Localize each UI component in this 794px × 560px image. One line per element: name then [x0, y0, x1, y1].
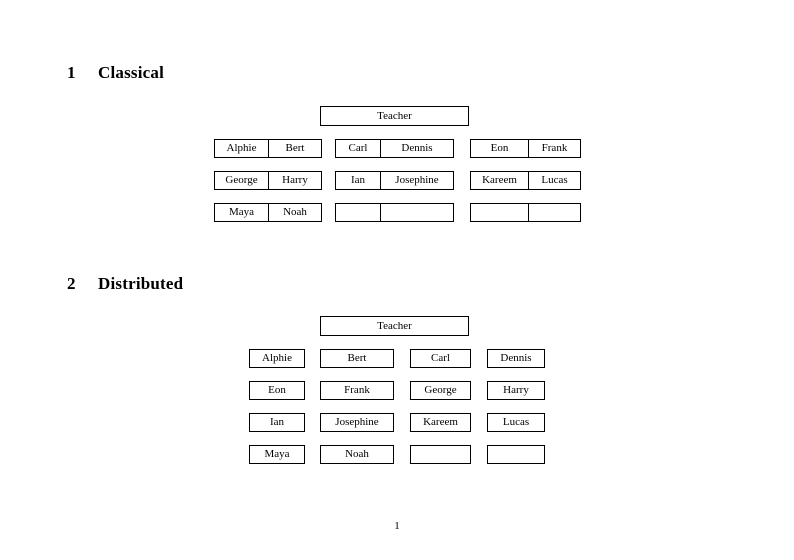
classical-cell-empty	[380, 204, 453, 221]
page-number: 1	[394, 520, 400, 532]
classical-cell: Carl	[348, 142, 368, 154]
classical-group-left-row-1: Alphie Bert	[214, 139, 322, 158]
classical-cell: Josephine	[380, 172, 453, 189]
distributed-box: Josephine	[320, 413, 394, 432]
classical-cell: Noah	[268, 204, 321, 221]
classical-group-left-row-2: George Harry	[214, 171, 322, 190]
classical-cell: Ian	[350, 174, 366, 186]
section-title: Distributed	[98, 274, 184, 293]
distributed-box: Kareem	[410, 413, 471, 432]
classical-cell: Harry	[268, 172, 321, 189]
distributed-box: Dennis	[487, 349, 545, 368]
section-title: Classical	[98, 63, 165, 82]
distributed-box: Alphie	[249, 349, 305, 368]
classical-group-middle-row-3	[335, 203, 454, 222]
classical-cell-empty	[336, 204, 380, 221]
classical-cell: Frank	[528, 140, 580, 157]
classical-cell: Kareem	[482, 174, 517, 186]
teacher-box-classical: Teacher	[320, 106, 469, 126]
classical-cell-empty	[528, 204, 580, 221]
distributed-box: Bert	[320, 349, 394, 368]
classical-cell: Maya	[228, 206, 255, 218]
distributed-box: Harry	[487, 381, 545, 400]
section-heading-distributed: 2 Distributed	[67, 274, 183, 294]
distributed-box: Noah	[320, 445, 394, 464]
distributed-box: Frank	[320, 381, 394, 400]
distributed-box-empty	[410, 445, 471, 464]
classical-cell: George	[225, 174, 258, 186]
teacher-box-distributed: Teacher	[320, 316, 469, 336]
classical-cell-empty	[471, 204, 528, 221]
distributed-box: Ian	[249, 413, 305, 432]
section-number: 1	[67, 63, 76, 82]
classical-group-right-row-1: Eon Frank	[470, 139, 581, 158]
distributed-box: Eon	[249, 381, 305, 400]
classical-cell: Alphie	[226, 142, 257, 154]
distributed-box: Lucas	[487, 413, 545, 432]
classical-group-right-row-3	[470, 203, 581, 222]
classical-group-right-row-2: Kareem Lucas	[470, 171, 581, 190]
distributed-box: Carl	[410, 349, 471, 368]
distributed-box: George	[410, 381, 471, 400]
section-number: 2	[67, 274, 76, 293]
classical-group-middle-row-2: Ian Josephine	[335, 171, 454, 190]
classical-group-middle-row-1: Carl Dennis	[335, 139, 454, 158]
classical-cell: Lucas	[528, 172, 580, 189]
classical-cell: Bert	[268, 140, 321, 157]
section-heading-classical: 1 Classical	[67, 63, 164, 83]
distributed-box: Maya	[249, 445, 305, 464]
classical-cell: Dennis	[380, 140, 453, 157]
classical-cell: Eon	[490, 142, 509, 154]
classical-group-left-row-3: Maya Noah	[214, 203, 322, 222]
distributed-box-empty	[487, 445, 545, 464]
